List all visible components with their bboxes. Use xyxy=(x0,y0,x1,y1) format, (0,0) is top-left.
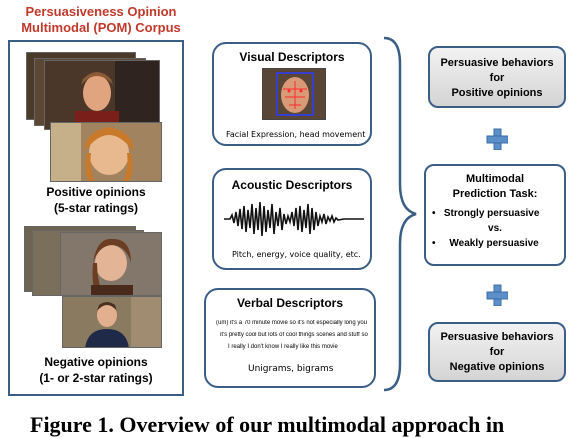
prediction-task-item-1: • Strongly persuasive xyxy=(432,208,540,219)
prediction-task-box: Multimodal Prediction Task: • Strongly p… xyxy=(424,164,566,266)
weakly-persuasive-text: Weakly persuasive xyxy=(449,238,539,249)
plus-icon xyxy=(486,128,508,150)
transcript-line-3: I really I don't know I really like this… xyxy=(228,344,338,350)
face-landmark-icon xyxy=(263,69,325,119)
positive-video-frame-2 xyxy=(50,122,162,182)
figure-caption: Figure 1. Overview of our multimodal app… xyxy=(30,412,505,437)
audio-waveform-icon xyxy=(224,201,364,237)
negative-video-frame-2 xyxy=(62,296,162,348)
prediction-task-vs: vs. xyxy=(488,223,502,234)
verbal-descriptors-title: Verbal Descriptors xyxy=(236,296,344,310)
positive-behaviors-box: Persuasive behaviors for Positive opinio… xyxy=(428,46,566,108)
corpus-title-line1: Persuasiveness Opinion xyxy=(25,4,177,19)
prediction-task-item-2: • Weakly persuasive xyxy=(432,238,539,249)
prediction-task-line1: Multimodal xyxy=(465,173,525,185)
positive-opinions-caption: Positive opinions (5-star ratings) xyxy=(8,184,184,216)
positive-video-frame-1 xyxy=(44,60,160,130)
negative-behaviors-box: Persuasive behaviors for Negative opinio… xyxy=(428,322,566,382)
prediction-task-line2: Prediction Task: xyxy=(452,188,538,200)
corpus-title-line2: Multimodal (POM) Corpus xyxy=(21,20,181,35)
negative-behaviors-line1: Persuasive behaviors xyxy=(440,331,554,343)
negative-video-frame-1 xyxy=(60,232,162,296)
positive-behaviors-line1: Persuasive behaviors xyxy=(440,57,554,69)
verbal-descriptors-caption: Unigrams, bigrams xyxy=(248,364,334,374)
transcript-line-2: it's pretty cool but lots of cool things… xyxy=(220,332,368,338)
corpus-title: Persuasiveness Opinion Multimodal (POM) … xyxy=(6,4,196,36)
positive-opinions-label: Positive opinions xyxy=(46,185,146,199)
visual-descriptors-caption: Facial Expression, head movement xyxy=(226,130,366,139)
positive-opinions-sub: (5-star ratings) xyxy=(53,201,139,215)
plus-icon xyxy=(486,284,508,306)
speaker-face-image xyxy=(63,297,161,347)
grouping-brace-icon xyxy=(383,36,417,392)
visual-descriptors-box: Visual Descriptors Facial Expression, he… xyxy=(212,42,372,146)
acoustic-descriptors-title: Acoustic Descriptors xyxy=(231,178,353,192)
acoustic-descriptors-caption: Pitch, energy, voice quality, etc. xyxy=(232,250,361,259)
speaker-face-image xyxy=(51,123,161,181)
negative-behaviors-line3: Negative opinions xyxy=(449,361,545,373)
visual-descriptors-title: Visual Descriptors xyxy=(239,50,345,64)
speaker-face-image xyxy=(61,233,161,295)
strongly-persuasive-text: Strongly persuasive xyxy=(443,208,540,219)
transcript-line-1: (um) it's a 70 minute movie so it's not … xyxy=(216,320,368,326)
negative-opinions-sub: (1- or 2-star ratings) xyxy=(39,371,153,385)
verbal-descriptors-box: Verbal Descriptors (um) it's a 70 minute… xyxy=(204,288,376,388)
speaker-face-image xyxy=(45,61,159,129)
positive-behaviors-line2: for xyxy=(489,72,505,84)
acoustic-descriptors-box: Acoustic Descriptors Pitch, energy, voic… xyxy=(212,168,372,270)
face-tracking-image xyxy=(262,68,326,120)
positive-behaviors-line3: Positive opinions xyxy=(451,87,543,99)
negative-behaviors-line2: for xyxy=(489,346,505,358)
negative-opinions-caption: Negative opinions (1- or 2-star ratings) xyxy=(8,354,184,386)
negative-opinions-label: Negative opinions xyxy=(44,355,148,369)
